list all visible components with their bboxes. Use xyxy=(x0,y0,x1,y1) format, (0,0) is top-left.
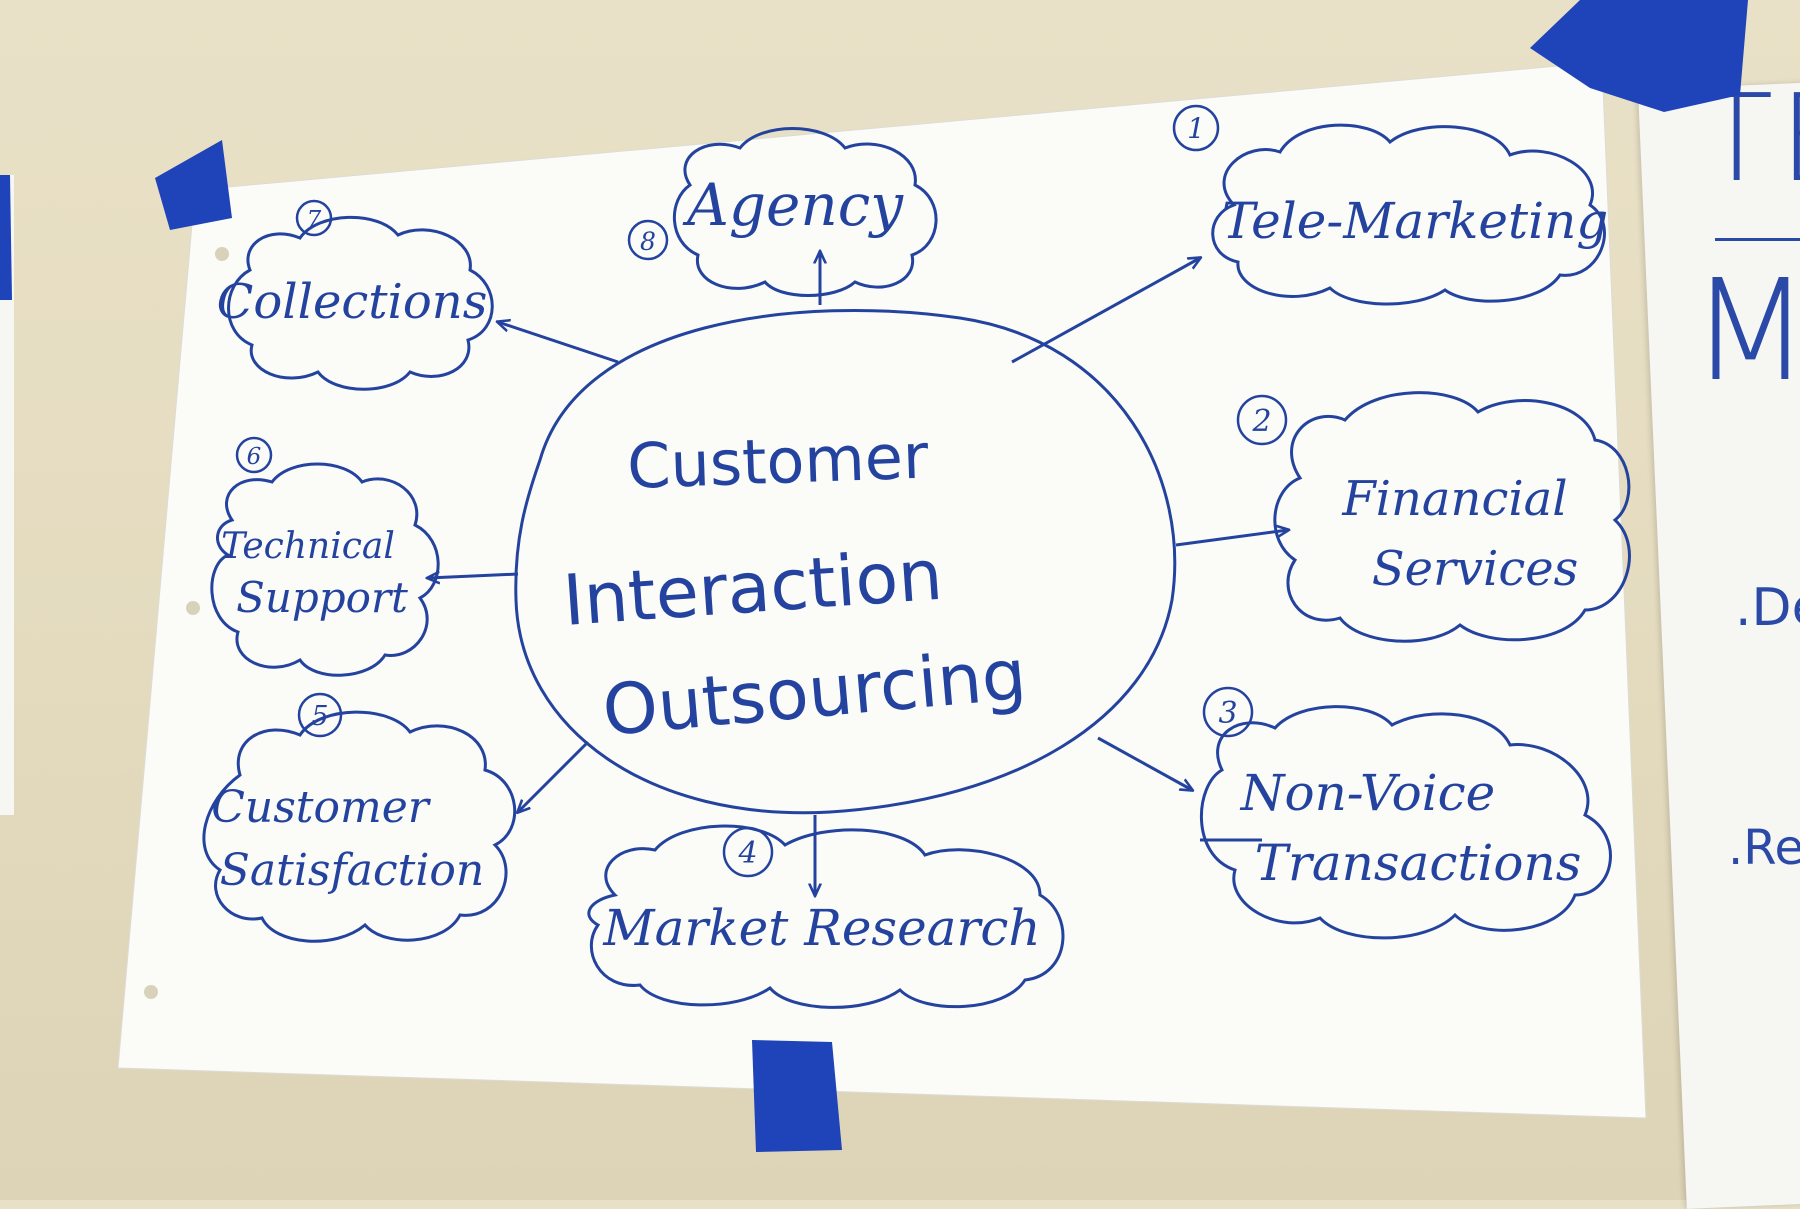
punch-hole xyxy=(144,985,158,999)
node-technical-support: 6 Technical Support xyxy=(210,436,440,677)
arrow-to-collections xyxy=(498,322,619,364)
cloud-shape xyxy=(1273,391,1631,643)
node-number: 5 xyxy=(311,701,328,732)
number-badge xyxy=(295,199,333,237)
punch-hole xyxy=(186,601,200,615)
cloud-shape xyxy=(1199,705,1612,940)
node-tele-marketing: 1 Tele-Marketing xyxy=(1172,104,1609,306)
number-badge xyxy=(1172,104,1220,152)
node-number: 1 xyxy=(1187,112,1205,145)
node-number: 8 xyxy=(640,227,656,256)
node-number: 2 xyxy=(1251,404,1271,439)
node-label-line-1: Technical xyxy=(221,526,395,567)
arrow-to-financial-services xyxy=(1175,530,1288,547)
cloud-shape xyxy=(1211,123,1606,306)
node-label-line-2: Support xyxy=(236,573,408,622)
center-hub xyxy=(514,308,1177,815)
number-badge xyxy=(1236,394,1288,446)
node-non-voice-transactions: 3 Non-Voice Transactions xyxy=(1199,686,1612,940)
cloud-shape xyxy=(202,710,517,943)
cloud-shape xyxy=(672,127,938,297)
side-sheet-bullet-1: .Det xyxy=(1735,578,1800,638)
node-market-research: 4 Market Research xyxy=(587,824,1065,1009)
side-sheet-underline xyxy=(1715,238,1800,241)
node-label-line-1: Tele-Marketing xyxy=(1222,192,1609,250)
number-badge xyxy=(235,436,273,474)
tape xyxy=(1530,0,1748,112)
cloud-shape xyxy=(210,462,440,677)
node-label-line-2: Transactions xyxy=(1255,834,1582,892)
node-collections: 7 Collections xyxy=(217,199,494,391)
node-agency: 8 Agency xyxy=(627,127,938,297)
node-number: 3 xyxy=(1218,696,1237,731)
node-number: 4 xyxy=(737,836,757,871)
node-label-line-1: Market Research xyxy=(602,899,1040,957)
node-number: 6 xyxy=(247,444,262,470)
node-label-line-2: Services xyxy=(1372,541,1579,597)
node-label-line-1: Customer xyxy=(211,782,432,833)
number-badge xyxy=(627,219,669,261)
node-label-line-2: Satisfaction xyxy=(220,845,484,896)
node-number: 7 xyxy=(307,207,322,233)
tape xyxy=(155,140,232,230)
node-financial-services: 2 Financial Services xyxy=(1236,391,1631,643)
side-sheet-bullet-2: .Re xyxy=(1728,820,1800,876)
arrow-to-customer-satisfaction xyxy=(518,740,590,812)
node-label-line-1: Agency xyxy=(682,171,904,239)
side-sheet-letter: M xyxy=(1690,250,1800,413)
node-label-line-1: Collections xyxy=(217,274,488,330)
node-customer-satisfaction: 5 Customer Satisfaction xyxy=(202,692,517,943)
node-label-line-1: Non-Voice xyxy=(1240,764,1496,822)
node-label-line-1: Financial xyxy=(1341,471,1567,527)
punch-hole xyxy=(215,247,229,261)
number-badge xyxy=(722,826,774,878)
tape xyxy=(752,1040,842,1152)
arrow-to-technical-support xyxy=(428,574,519,578)
number-badge xyxy=(297,692,343,738)
center-line-1: Customer xyxy=(626,420,930,503)
arrow-to-non-voice xyxy=(1097,736,1192,790)
tape xyxy=(0,175,12,300)
left-sheet-edge xyxy=(0,175,14,815)
number-badge xyxy=(1202,686,1254,738)
